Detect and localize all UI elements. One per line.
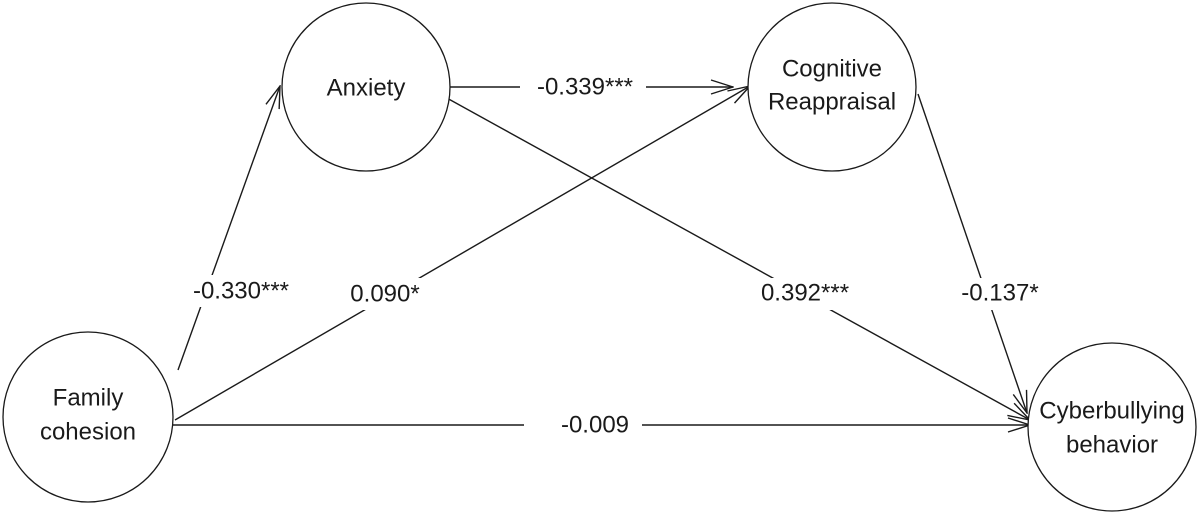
node-cognitive-reappraisal: Cognitive Reappraisal [747, 2, 917, 172]
path-family-to-anxiety [177, 86, 280, 371]
coef-family-to-anxiety: -0.330*** [193, 277, 289, 304]
node-anxiety: Anxiety [281, 2, 451, 172]
node-family-cohesion-line1: Family [53, 384, 124, 411]
node-cognitive-reappraisal-line1: Cognitive [782, 55, 882, 82]
node-family-cohesion: Family cohesion [2, 331, 174, 503]
path-family-to-reappraisal [174, 86, 750, 421]
coef-label-reappraisal-to-cyberbullying: -0.137* [946, 278, 1056, 310]
coef-family-to-cyberbullying: -0.009 [561, 411, 629, 438]
node-cyberbullying-behavior-line1: Cyberbullying [1039, 397, 1184, 424]
coef-label-family-to-anxiety: -0.330*** [180, 275, 302, 307]
node-anxiety-label: Anxiety [327, 74, 406, 101]
coef-label-anxiety-to-cyberbullying: 0.392*** [745, 278, 865, 310]
path-reappraisal-to-cyberbullying [917, 93, 1027, 413]
coef-anxiety-to-reappraisal: -0.339*** [537, 73, 633, 100]
node-cyberbullying-behavior: Cyberbullying behavior [1027, 342, 1197, 512]
coef-reappraisal-to-cyberbullying: -0.137* [961, 279, 1038, 306]
coef-label-family-to-reappraisal: 0.090* [338, 278, 432, 310]
coef-family-to-reappraisal: 0.090* [350, 280, 419, 307]
coef-anxiety-to-cyberbullying: 0.392*** [761, 279, 849, 306]
node-cognitive-reappraisal-line2: Reappraisal [768, 88, 896, 115]
coef-label-anxiety-to-reappraisal: -0.339*** [520, 72, 646, 104]
coef-label-family-to-cyberbullying: -0.009 [524, 410, 642, 442]
node-family-cohesion-line2: cohesion [40, 418, 136, 445]
node-cyberbullying-behavior-line2: behavior [1066, 431, 1158, 458]
path-anxiety-to-cyberbullying [444, 96, 1030, 420]
